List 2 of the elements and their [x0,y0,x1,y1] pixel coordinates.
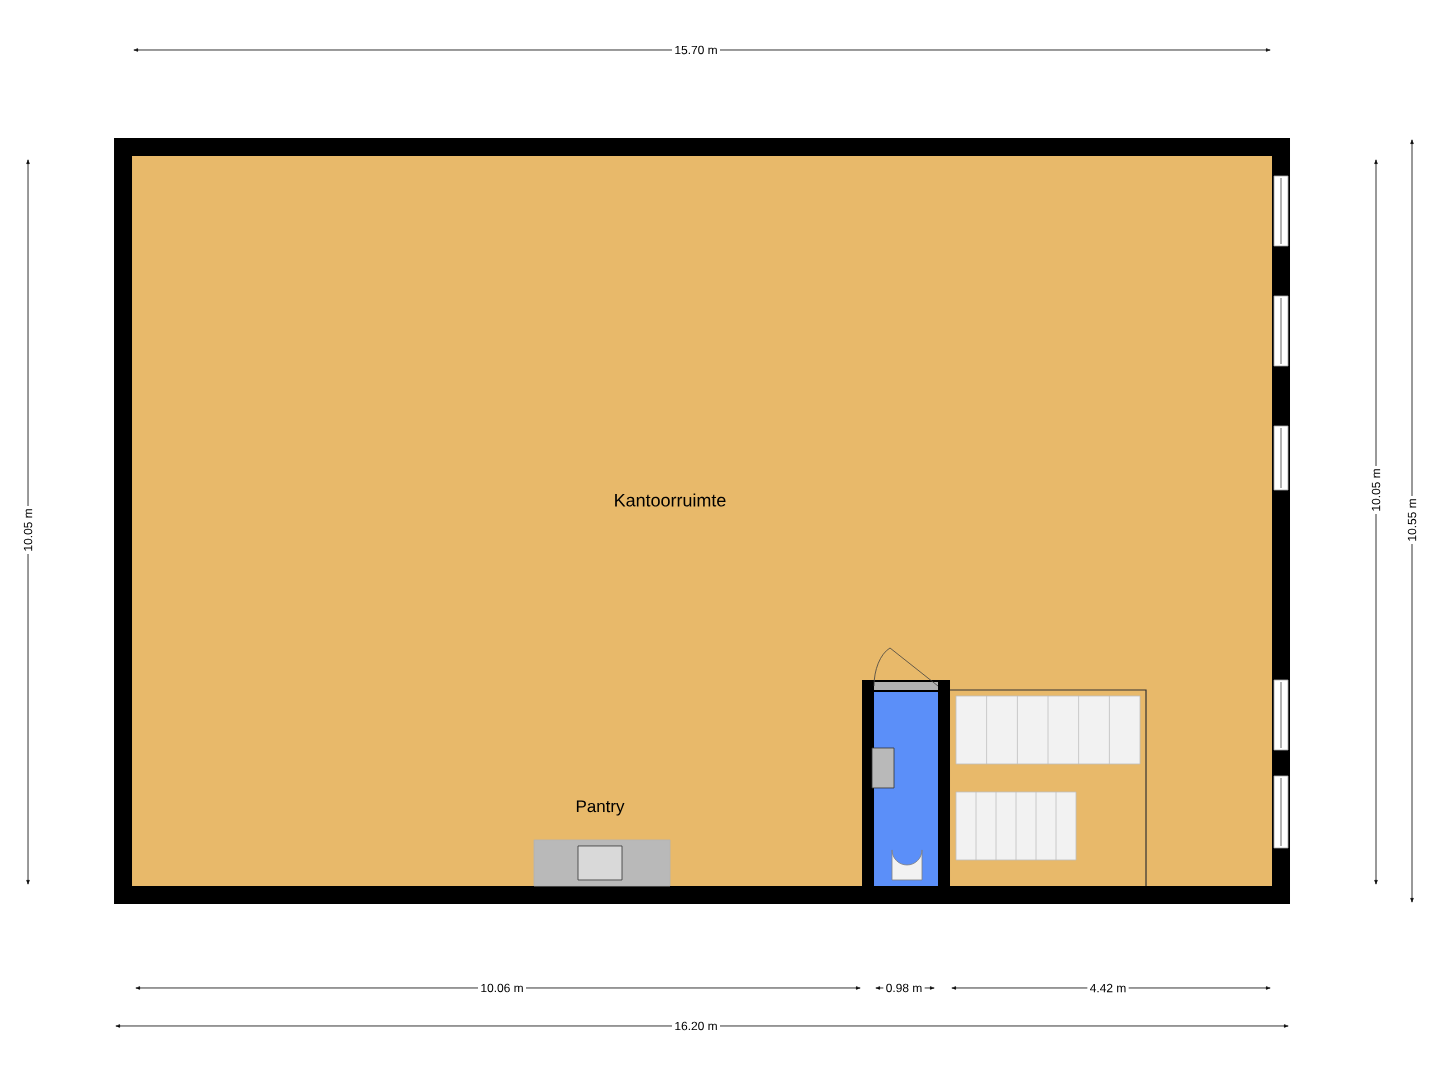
room-label: Pantry [576,800,625,816]
room-label: Kantoorruimte [615,493,726,507]
